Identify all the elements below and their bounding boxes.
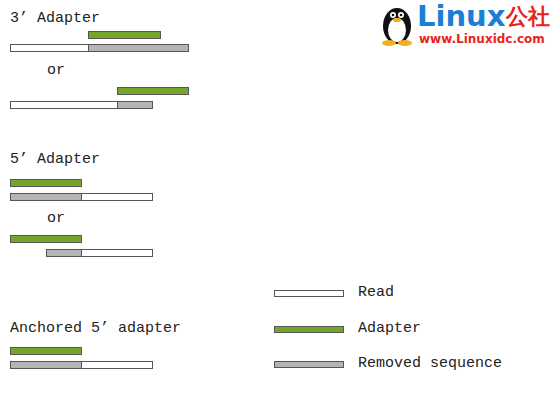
legend-swatch xyxy=(274,361,344,368)
section-heading: 5’ Adapter xyxy=(10,152,100,167)
watermark-text: Linux xyxy=(417,2,505,31)
or-text: or xyxy=(47,63,65,78)
legend-sample xyxy=(274,290,344,297)
legend-swatch xyxy=(274,326,344,333)
legend-text: Adapter xyxy=(358,321,421,336)
legend-text: Removed sequence xyxy=(358,356,502,371)
or-text: or xyxy=(47,211,65,226)
watermark-text: www.Linuxidc.com xyxy=(419,33,545,45)
legend-text: Read xyxy=(358,285,394,300)
watermark-text: 公社 xyxy=(506,6,550,28)
penguin-logo xyxy=(382,8,412,46)
section-heading: 3’ Adapter xyxy=(10,11,100,26)
section-heading: Anchored 5’ adapter xyxy=(10,321,181,336)
